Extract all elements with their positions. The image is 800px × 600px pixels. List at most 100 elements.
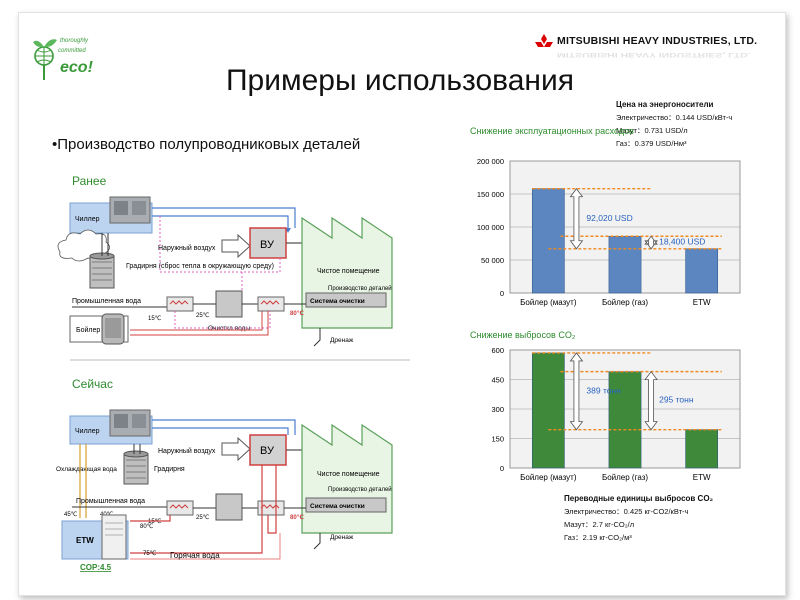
water-treatment-box xyxy=(215,290,243,318)
air-arrow-icon xyxy=(221,233,251,259)
vu-box xyxy=(249,434,287,466)
annotation-1: 92,020 USD xyxy=(586,213,632,223)
cooling-tower-icon xyxy=(123,450,149,485)
chiller-machine-icon xyxy=(109,409,151,437)
water-treatment-label: Очистка воды xyxy=(208,325,250,332)
eco-logo: thoroughly committed eco! xyxy=(33,38,94,80)
mhi-logo: MITSUBISHI HEAVY INDUSTRIES, LTD. MITSUB… xyxy=(535,34,775,59)
conversion-gas: Газ：2.19 кг-CO₂/м³ xyxy=(564,533,632,542)
etw-machine-icon xyxy=(101,514,127,560)
conversion-fuel-oil: Мазут：2.7 кг-CO₂/л xyxy=(564,520,635,529)
temp-25-label: 25℃ xyxy=(196,312,210,319)
annotation-1: 389 тонн xyxy=(586,385,621,395)
hot-water-label: Горячая вода xyxy=(170,551,220,560)
x-tick-label: Бойлер (мазут) xyxy=(520,473,577,482)
vu-box xyxy=(249,227,287,259)
bullet-point: •Производство полупроводниковых деталей xyxy=(52,136,361,153)
bar-2 xyxy=(685,429,719,469)
temp-80b-label: 80℃ xyxy=(290,514,304,521)
drainage-label: Дренаж xyxy=(330,337,354,344)
diagram-now: Сейчас Чиллер Наружный воздух ВУ Чистое … xyxy=(56,377,393,572)
co2-conversion-heading: Переводные единицы выбросов CO₂ xyxy=(564,494,714,503)
diagram-before: Ранее Чиллер Градирня (сброс тепла в окр… xyxy=(57,174,410,361)
chiller-label: Чиллер xyxy=(75,428,100,435)
y-tick-label: 200 000 xyxy=(477,157,504,166)
cleaning-system-label: Система очистки xyxy=(310,503,365,510)
double-arrow-icon xyxy=(569,352,584,431)
annotation-2: 18,400 USD xyxy=(659,237,705,247)
three-diamonds-icon xyxy=(535,34,553,47)
bar-2 xyxy=(685,248,719,294)
energy-prices: Цена на энергоносители Электричество：0.1… xyxy=(616,98,732,150)
outdoor-air-label: Наружный воздух xyxy=(158,244,216,252)
tower-label: Градирня xyxy=(154,466,185,473)
chart2-title: Снижение выбросов CO₂ xyxy=(470,330,576,340)
cooling-water-text: Охлаждающая вода xyxy=(56,466,117,473)
eco-logo-line-2: committed xyxy=(58,48,86,54)
boiler-machine-icon xyxy=(101,313,125,345)
air-arrow-icon xyxy=(221,436,251,462)
slide-frame xyxy=(18,12,786,596)
x-tick-label: Бойлер (мазут) xyxy=(520,298,577,307)
vu-label: ВУ xyxy=(260,239,275,251)
cooling-water-label: Охлаждающая вода xyxy=(56,466,117,473)
temp-15-label: 15℃ xyxy=(148,315,162,322)
boiler-label: Бойлер xyxy=(76,326,100,334)
cop-label: COP:4.5 xyxy=(80,563,112,572)
x-tick-label: Бойлер (газ) xyxy=(602,473,648,482)
bar-0 xyxy=(531,188,565,294)
y-tick-label: 0 xyxy=(500,464,504,473)
outdoor-air-label: Наружный воздух xyxy=(158,447,216,455)
section-before: Ранее xyxy=(72,174,107,188)
vu-label: ВУ xyxy=(260,445,275,457)
company-name: MITSUBISHI HEAVY INDUSTRIES, LTD. xyxy=(557,35,758,47)
y-tick-label: 0 xyxy=(500,289,504,298)
annotation-2: 295 тонн xyxy=(659,395,694,405)
temp-80a-label: 80℃ xyxy=(140,523,154,530)
cleaning-system-box xyxy=(305,292,387,308)
y-tick-label: 150 000 xyxy=(477,190,504,199)
price-gas: Газ：0.379 USD/Нм³ xyxy=(616,139,687,148)
conversion-electricity: Электричество：0.425 кг-CO2/кВт-ч xyxy=(564,507,689,516)
cleaning-system-label: Система очистки xyxy=(310,298,365,305)
cleaning-system-box xyxy=(305,497,387,513)
x-tick-label: Бойлер (газ) xyxy=(602,298,648,307)
double-arrow-icon xyxy=(644,370,658,431)
price-electricity: Электричество：0.144 USD/кВт-ч xyxy=(616,113,733,122)
chiller-label: Чиллер xyxy=(75,216,100,223)
y-tick-label: 300 xyxy=(491,405,504,414)
double-arrow-icon xyxy=(569,188,584,250)
y-tick-label: 50 000 xyxy=(481,256,504,265)
water-treatment-box xyxy=(215,493,243,521)
chart1-title: Снижение эксплуатационных расходов xyxy=(470,126,634,136)
industrial-water-label: Промышленная вода xyxy=(72,298,141,305)
temp-25-label: 25℃ xyxy=(196,514,210,521)
y-tick-label: 150 xyxy=(491,435,504,444)
eco-logo-line-1: thoroughly xyxy=(60,38,89,44)
y-tick-label: 600 xyxy=(491,346,504,355)
section-now: Сейчас xyxy=(72,377,113,391)
company-name-reflection: MITSUBISHI HEAVY INDUSTRIES, LTD. xyxy=(557,51,751,59)
drainage-label: Дренаж xyxy=(330,534,354,541)
etw-label: ETW xyxy=(76,536,94,545)
parts-production-label: Производство деталей xyxy=(328,486,392,493)
heat-exchanger-1-icon xyxy=(166,296,194,312)
cooling-tower-icon xyxy=(89,252,115,289)
industrial-water-label: Промышленная вода xyxy=(76,498,145,505)
x-tick-label: ETW xyxy=(693,298,711,307)
bar-0 xyxy=(531,352,565,469)
tower-label: Градирня (сброс тепла в окружающую среду… xyxy=(126,262,274,270)
bar-1 xyxy=(608,371,642,469)
page-title: Примеры использования xyxy=(225,64,575,97)
factory-icon xyxy=(301,423,393,534)
temp-80-label: 80℃ xyxy=(290,310,304,317)
energy-prices-heading: Цена на энергоносители xyxy=(616,100,714,109)
heat-exchanger-2-icon xyxy=(257,296,285,312)
co2-conversion: Переводные единицы выбросов CO₂ Электрич… xyxy=(564,492,713,544)
y-tick-label: 100 000 xyxy=(477,223,504,232)
temp-45-label: 45℃ xyxy=(64,511,78,518)
x-tick-label: ETW xyxy=(693,473,711,482)
heat-exchanger-1-icon xyxy=(166,500,194,516)
